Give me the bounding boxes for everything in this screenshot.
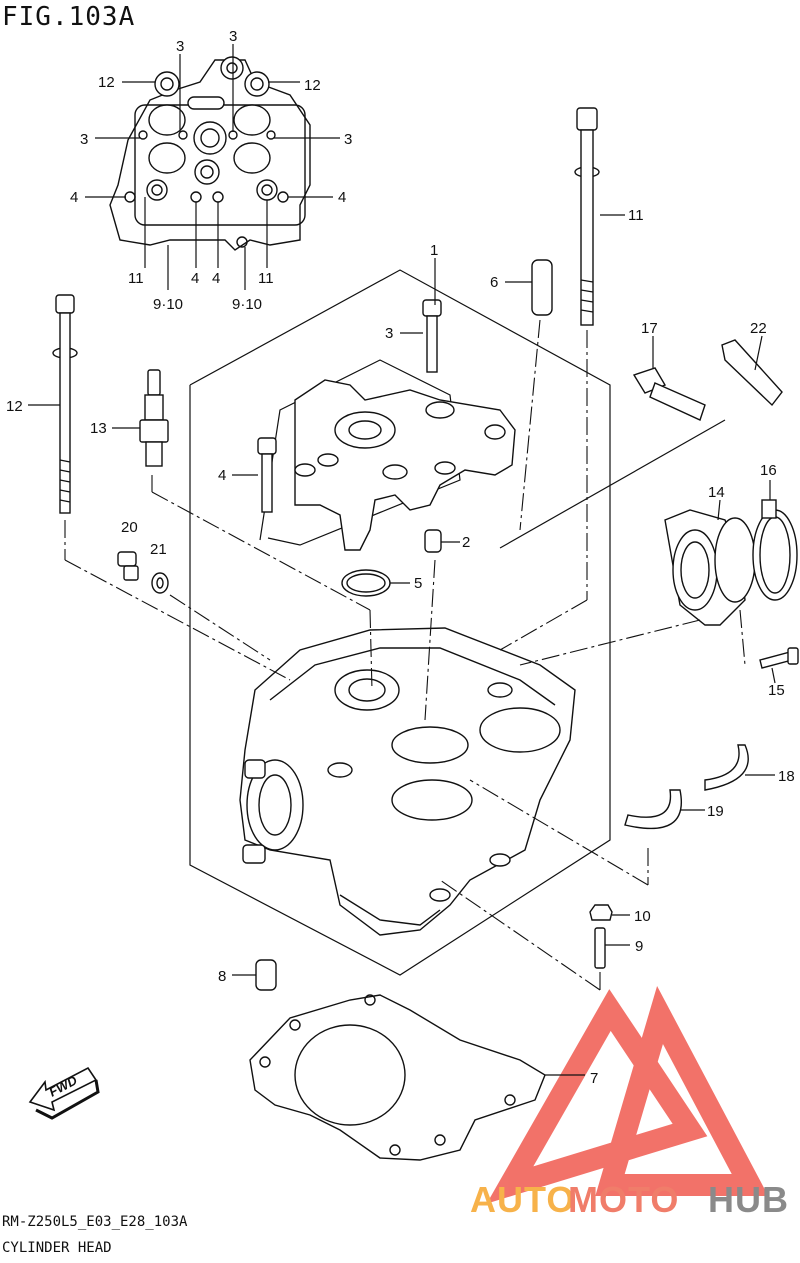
callout-12-top-left: 12 [98, 74, 115, 91]
callout-7: 7 [590, 1070, 598, 1087]
callout-11-bottom-right: 11 [258, 270, 274, 287]
figure-title: FIG.103A [2, 2, 136, 32]
callout-8: 8 [218, 968, 226, 985]
callout-18: 18 [778, 768, 795, 785]
callout-13: 13 [90, 420, 107, 437]
callout-12: 12 [6, 398, 23, 415]
section-name: CYLINDER HEAD [2, 1240, 112, 1256]
callout-2: 2 [462, 534, 470, 551]
model-code: RM-Z250L5_E03_E28_103A [2, 1214, 188, 1230]
watermark-hub: HUB [708, 1179, 789, 1220]
bolt-3 [422, 299, 442, 373]
callout-9: 9 [635, 938, 643, 955]
callout-11: 11 [628, 207, 644, 224]
callout-9-10-right: 9·10 [232, 296, 262, 313]
callout-3-top-right: 3 [229, 28, 237, 45]
main-callouts: 1 2 3 4 5 6 7 8 9 10 11 12 13 14 15 16 1… [6, 207, 795, 1087]
callout-4-left: 4 [70, 189, 78, 206]
callout-4-bottom-b: 4 [212, 270, 220, 287]
dowel-8 [255, 959, 277, 991]
bolt-17 [632, 367, 706, 421]
callout-14: 14 [708, 484, 725, 501]
cylinder-head [239, 627, 576, 936]
main-leaders [28, 214, 776, 1076]
fwd-arrow-icon: FWD [28, 1066, 100, 1120]
callout-11-bottom-left: 11 [128, 270, 144, 287]
clip-19 [624, 789, 682, 830]
assembly-outline [189, 269, 611, 976]
callout-3-mid-right: 3 [344, 131, 352, 148]
watermark-text: AUTO MOTO HUB [470, 1179, 789, 1220]
clamp-16 [752, 499, 798, 601]
top-view-inset [109, 56, 311, 251]
callout-9-10-left: 9·10 [153, 296, 183, 313]
callout-21: 21 [150, 541, 167, 558]
callout-3: 3 [385, 325, 393, 342]
washer-21 [151, 572, 169, 594]
camshaft-holder-outline [259, 359, 461, 546]
callout-1: 1 [430, 242, 438, 259]
stud-bolt-11 [574, 107, 600, 326]
top-callouts: 3 3 12 12 3 3 4 4 11 4 4 11 9·10 9·10 [70, 28, 352, 313]
callout-4: 4 [218, 467, 226, 484]
watermark-logo [486, 985, 769, 1204]
callout-17: 17 [641, 320, 658, 337]
stud-bolt-12 [52, 294, 78, 514]
stud-9 [594, 927, 606, 969]
clamp-22 [721, 339, 783, 407]
plug-20 [117, 551, 139, 581]
callout-19: 19 [707, 803, 724, 820]
callout-3-top-left: 3 [176, 38, 184, 55]
bolt-4 [257, 437, 277, 513]
watermark-moto: MOTO [568, 1179, 679, 1220]
callout-6: 6 [490, 274, 498, 291]
callout-22: 22 [750, 320, 767, 337]
callout-10: 10 [634, 908, 651, 925]
bolt-15 [759, 647, 799, 669]
callout-3-mid-left: 3 [80, 131, 88, 148]
camshaft-holder [294, 379, 516, 551]
intake-pipe-14 [664, 509, 756, 626]
callout-4-right: 4 [338, 189, 346, 206]
nut-10 [589, 904, 613, 921]
watermark-auto: AUTO [470, 1179, 575, 1220]
top-leaders [85, 44, 340, 290]
callout-15: 15 [768, 682, 785, 699]
callout-4-bottom-a: 4 [191, 270, 199, 287]
o-ring-5 [341, 569, 391, 597]
dowel-pin-6 [531, 259, 553, 316]
callout-5: 5 [414, 575, 422, 592]
cylinder-head-gasket-7 [249, 994, 546, 1161]
clip-18 [704, 744, 749, 791]
callout-20: 20 [121, 519, 138, 536]
callout-12-top-right: 12 [304, 77, 321, 94]
callout-16: 16 [760, 462, 777, 479]
spark-plug-13 [139, 369, 169, 467]
dowel-pin-2 [424, 529, 442, 553]
